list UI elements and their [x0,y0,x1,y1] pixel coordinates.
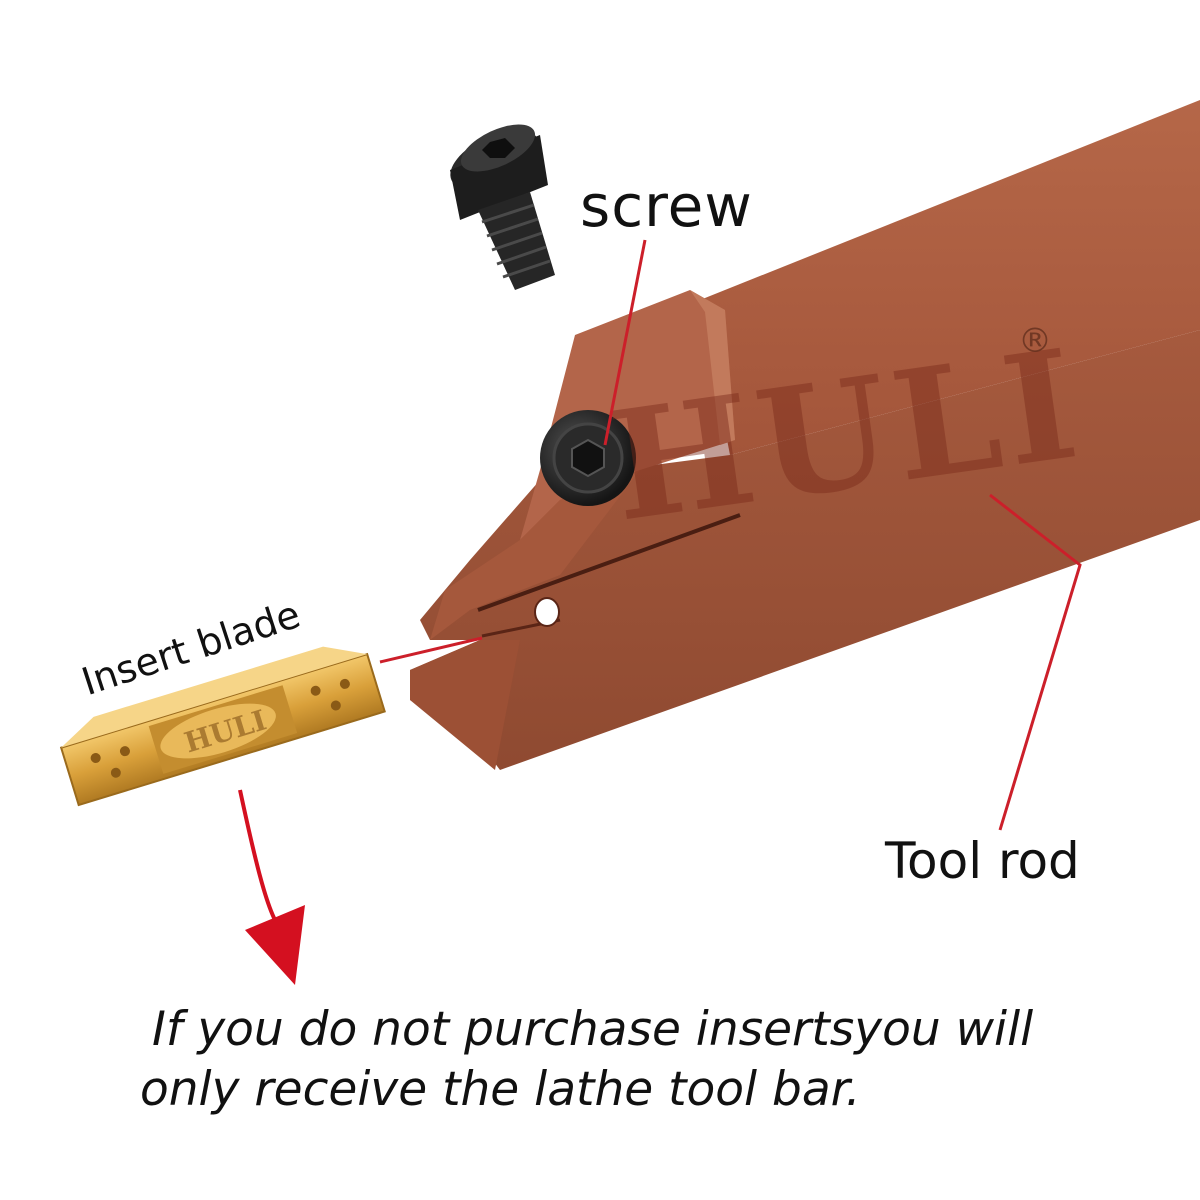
tool-rod [410,100,1200,770]
tool-rod-label: Tool rod [885,832,1080,890]
tool-rod-slot-hole [534,597,560,627]
arrow-down-icon [238,789,305,985]
tool-rod-slot [477,513,741,612]
tool-rod-head-side [690,290,735,445]
screw-icon [450,124,555,290]
insert-blade: HULI [59,646,386,807]
screw-label: screw [580,172,753,240]
leader-lines [379,239,1082,831]
registered-mark: ® [1018,321,1052,361]
notice-line-2: only receive the lathe tool bar. [140,1062,861,1117]
notice-line-1: If you do not purchase insertsyou will [152,1002,1034,1057]
insert-leader [379,636,483,664]
tool-rod-top-face [700,100,1200,455]
screw-leader [603,239,647,446]
seated-screw [540,410,636,506]
tool-rod-front-face [410,330,1200,770]
rod-leader [989,493,1082,831]
tool-rod-jaw [430,470,640,640]
purchase-notice: If you do not purchase insertsyou will o… [140,1000,1100,1120]
